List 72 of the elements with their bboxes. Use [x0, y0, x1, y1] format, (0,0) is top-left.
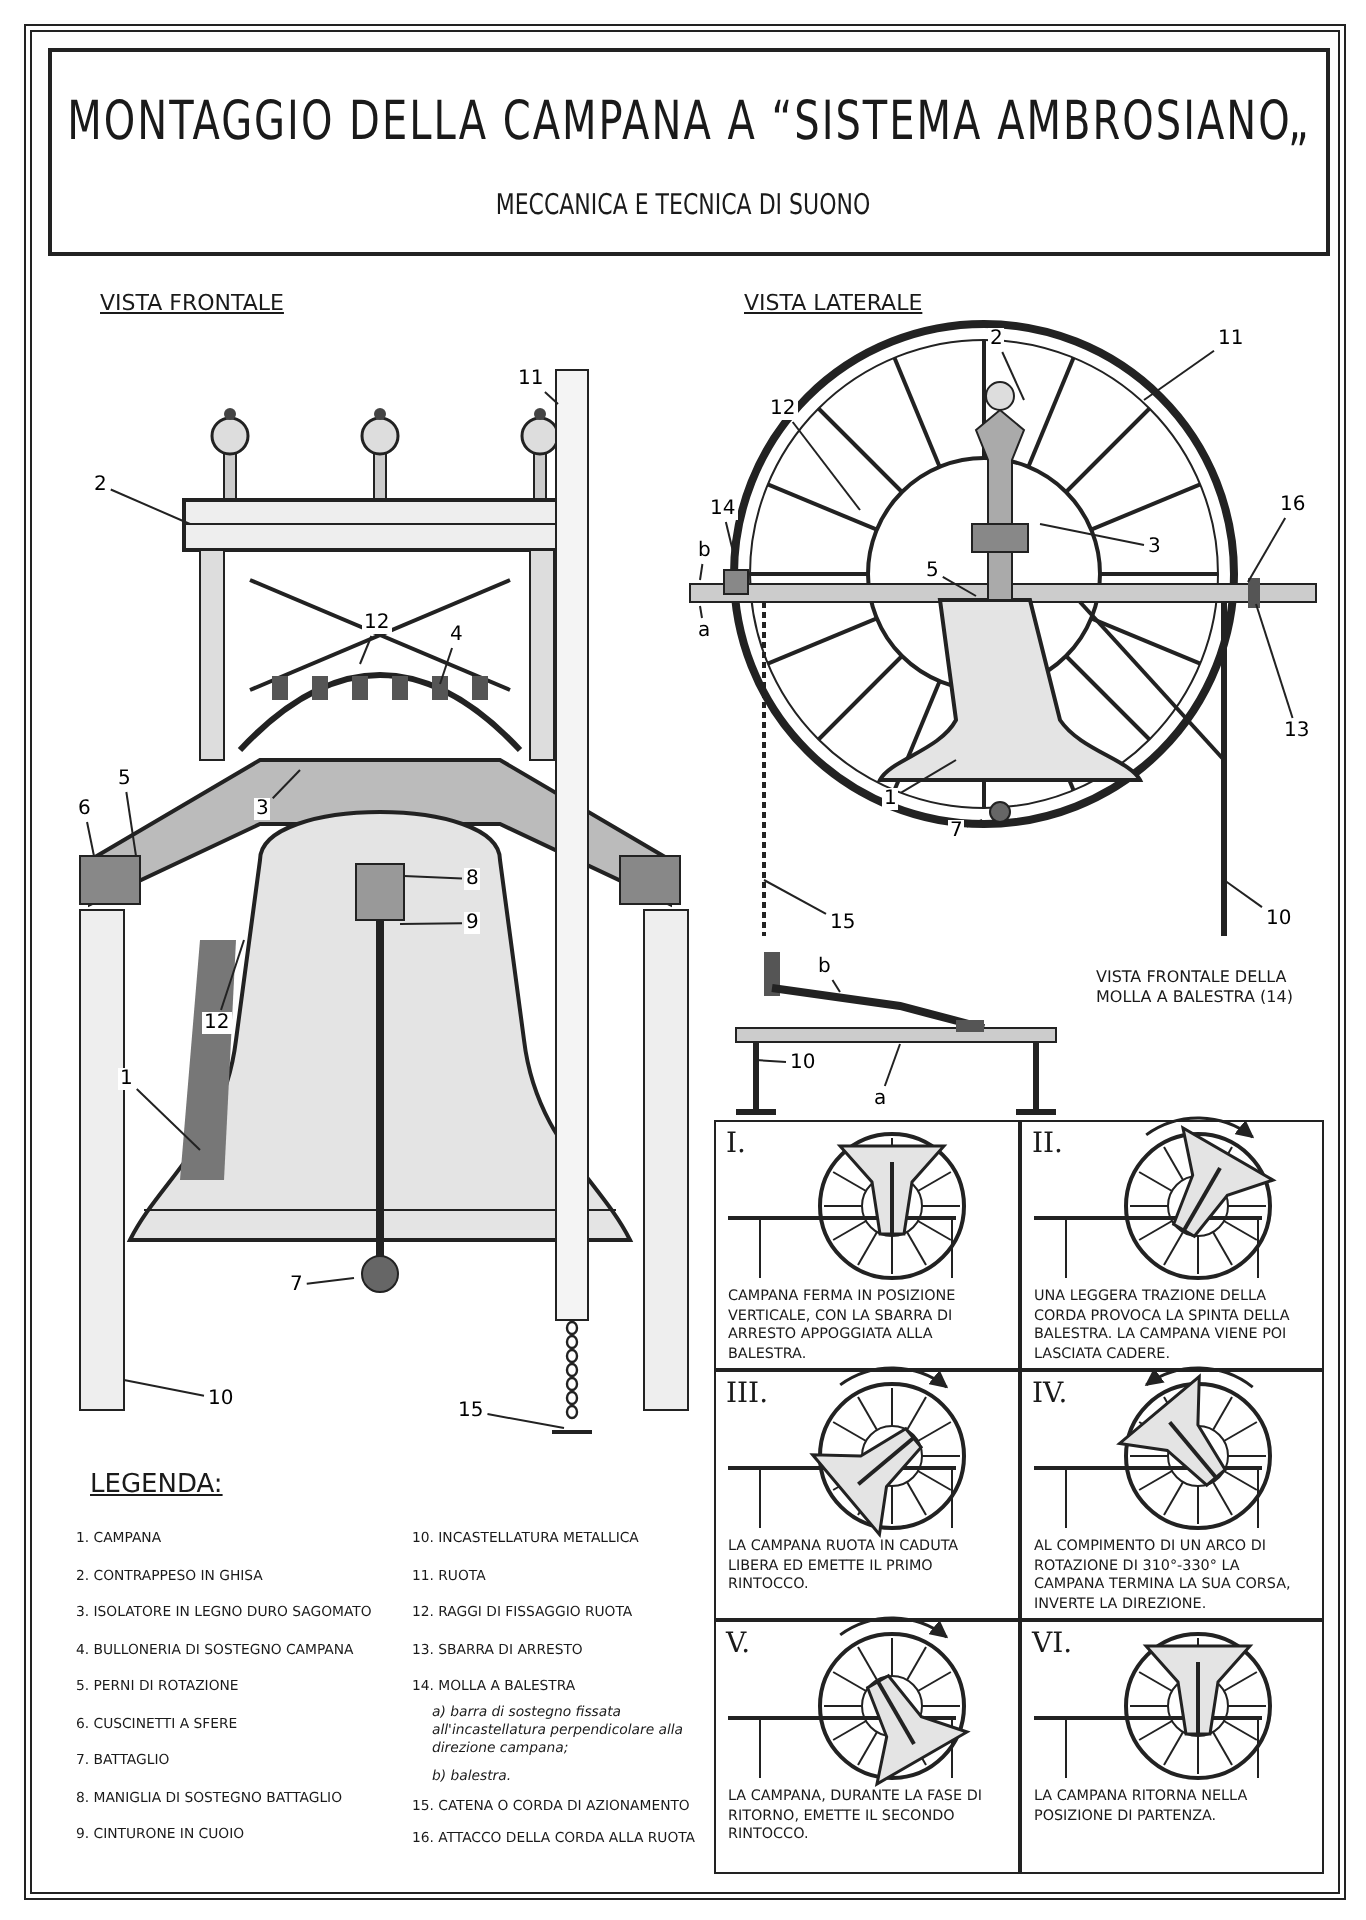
callout-number: 12: [202, 1012, 232, 1034]
callout-number: 10: [1264, 908, 1294, 930]
view-heading: VISTA FRONTALE: [100, 290, 284, 316]
callout-number: 10: [206, 1388, 236, 1410]
leader-line: [220, 939, 245, 1011]
step-panel: [714, 1120, 1020, 1370]
leader-line: [1247, 517, 1287, 583]
step-numeral: I.: [726, 1128, 746, 1160]
step-panel: [1020, 1370, 1324, 1620]
callout-number: 12: [362, 612, 392, 634]
callout-number: 14: [708, 498, 738, 520]
title: MONTAGGIO DELLA CAMPANA A “SISTEMA AMBROSIANO„: [65, 87, 1313, 153]
callout-number: b: [816, 956, 833, 978]
leader-line: [755, 1059, 787, 1063]
callout-number: 4: [448, 624, 465, 646]
callout-number: 11: [516, 368, 546, 390]
step-panel: [714, 1370, 1020, 1620]
leader-line: [305, 1277, 355, 1285]
callout-number: b: [696, 540, 713, 562]
callout-number: 3: [254, 798, 271, 820]
callout-number: 16: [1278, 494, 1308, 516]
leader-line: [135, 1088, 201, 1151]
view-heading: VISTA LATERALE: [744, 290, 923, 316]
callout-number: 6: [76, 798, 93, 820]
leader-line: [831, 979, 841, 993]
step-numeral: V.: [726, 1628, 751, 1660]
leader-line: [399, 922, 463, 925]
callout-number: 8: [464, 868, 481, 890]
callout-number: 9: [464, 912, 481, 934]
callout-number: 7: [948, 820, 965, 842]
callout-number: 11: [1216, 328, 1246, 350]
step-numeral: III.: [726, 1378, 769, 1410]
view-caption: VISTA FRONTALE DELLA MOLLA A BALESTRA (14): [1096, 968, 1295, 1008]
leader-line: [403, 875, 463, 880]
leader-line: [699, 605, 703, 619]
leader-line: [86, 821, 95, 857]
leader-line: [1039, 523, 1145, 546]
leader-line: [486, 1413, 565, 1429]
step-numeral: II.: [1032, 1128, 1064, 1160]
leader-line: [1255, 603, 1294, 719]
callout-number: a: [696, 620, 713, 642]
callout-number: 1: [118, 1068, 135, 1090]
legend-heading: LEGENDA:: [90, 1470, 223, 1500]
leader-line: [125, 791, 137, 857]
leader-line: [439, 647, 454, 685]
callout-number: 10: [788, 1052, 818, 1074]
callout-number: 7: [288, 1274, 305, 1296]
callout-number: 2: [92, 474, 109, 496]
step-panel: [1020, 1620, 1324, 1874]
step-numeral: VI.: [1032, 1628, 1073, 1660]
leader-line: [699, 563, 704, 581]
callout-number: 12: [768, 398, 798, 420]
leader-line: [941, 575, 977, 597]
leader-line: [791, 421, 861, 511]
callout-number: 15: [828, 912, 858, 934]
leader-line: [109, 488, 191, 525]
step-panel: [1020, 1120, 1324, 1370]
callout-number: a: [872, 1088, 889, 1110]
subtitle: MECCANICA E TECNICA DI SUONO: [493, 188, 873, 222]
leader-line: [1223, 879, 1263, 909]
leader-line: [271, 769, 301, 800]
callout-number: 15: [456, 1400, 486, 1422]
leader-line: [883, 1043, 901, 1087]
step-numeral: IV.: [1032, 1378, 1068, 1410]
step-panel: [714, 1620, 1020, 1874]
callout-number: 5: [116, 768, 133, 790]
leader-line: [1143, 349, 1215, 401]
leader-line: [123, 1379, 205, 1397]
leader-line: [543, 391, 559, 405]
leader-line: [763, 879, 827, 915]
leader-line: [359, 635, 373, 665]
callout-number: 13: [1282, 720, 1312, 742]
